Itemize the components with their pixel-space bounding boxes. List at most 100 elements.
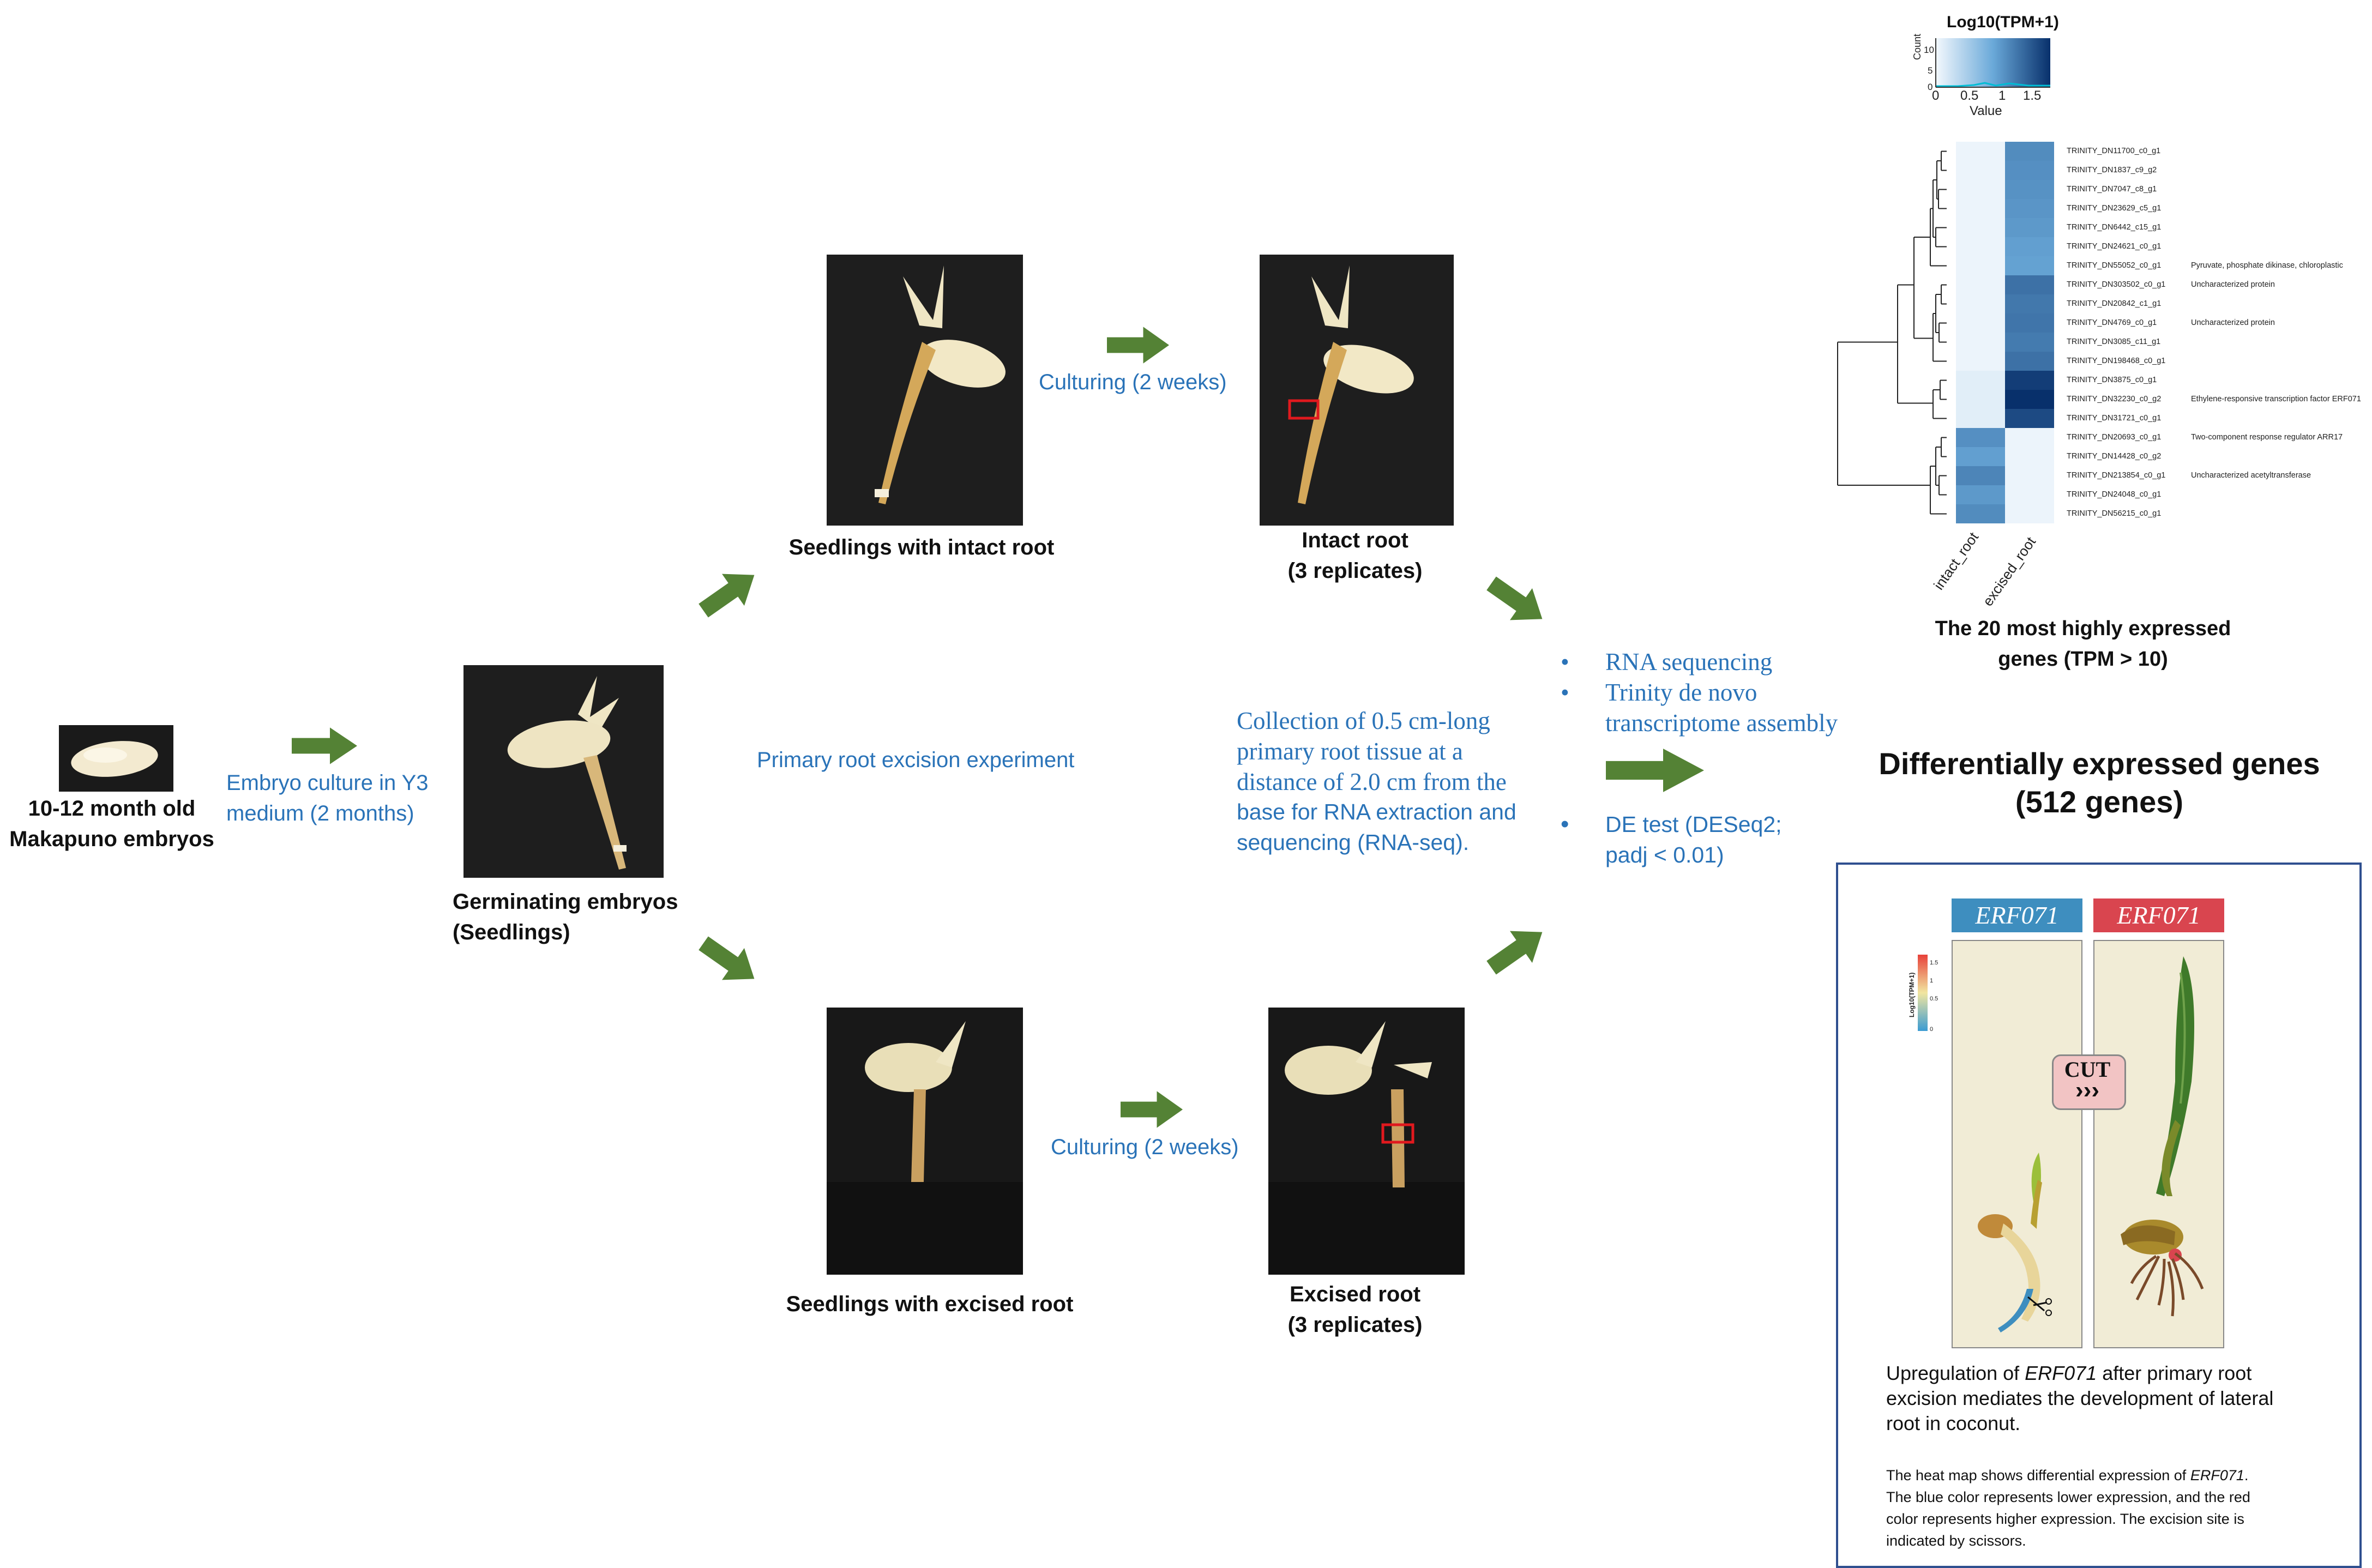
heatmap-cell — [1956, 256, 2005, 275]
top20-label-2: genes (TPM > 10) — [1998, 648, 2168, 671]
bullet-dot-1: • — [1561, 648, 1569, 676]
heatmap-cell — [2005, 275, 2054, 294]
erf071-summary-panel: ERF071 ERF071 Log10(TPM+1) 1.5 1 0.5 0 C… — [1836, 863, 2362, 1568]
seedlings-excised-label: Seedlings with excised root — [786, 1292, 1074, 1316]
heatmap-color-key — [1935, 38, 2050, 88]
heatmap-cell — [1956, 313, 2005, 333]
heatmap-cell — [2005, 180, 2054, 199]
heatmap-gene-label: TRINITY_DN31721_c0_g1 — [2067, 414, 2162, 423]
heatmap-gene-label: TRINITY_DN213854_c0_g1 — [2067, 471, 2166, 480]
color-key-x-title: Value — [1970, 104, 2002, 118]
arrow-culture-excised — [1121, 1091, 1183, 1128]
collection-line-2: primary root tissue at a — [1237, 738, 1463, 765]
excision-experiment-label: Primary root excision experiment — [757, 748, 1075, 772]
caption-gene: ERF071 — [2025, 1362, 2097, 1384]
heatmap-dendrogram — [1837, 150, 1947, 515]
seedlings-intact-label: Seedlings with intact root — [788, 535, 1055, 559]
heatmap-cell — [2005, 390, 2054, 409]
heatmap-legend-title: Log10(TPM+1) — [1947, 13, 2059, 31]
heatmap-cell — [2005, 485, 2054, 504]
heatmap-gene-annotation: Uncharacterized protein — [2191, 280, 2275, 289]
bullet-dot-3: • — [1561, 811, 1569, 837]
heatmap-cell — [2005, 504, 2054, 523]
heatmap-cell — [1956, 161, 2005, 180]
note-line1-pre: The heat map shows differential expressi… — [1886, 1467, 2190, 1483]
deg-heading-1: Differentially expressed genes — [1879, 746, 2320, 781]
intact-root-label-1: Intact root — [1302, 528, 1408, 552]
heatmap-cell — [1956, 371, 2005, 390]
heatmap-gene-label: TRINITY_DN1837_c9_g2 — [2067, 166, 2157, 174]
arrow-intact-to-seq — [1480, 567, 1554, 635]
collection-line-4: base for RNA extraction and — [1237, 799, 1516, 824]
color-key-ytick-1: 5 — [1928, 65, 1933, 76]
top20-label-1: The 20 most highly expressed — [1935, 617, 2231, 640]
heatmap-cell — [2005, 218, 2054, 237]
heatmap-gene-annotation: Two-component response regulator ARR17 — [2191, 433, 2343, 442]
heatmap-gene-label: TRINITY_DN55052_c0_g1 — [2067, 261, 2162, 270]
heatmap-gene-label: TRINITY_DN7047_c8_g1 — [2067, 185, 2157, 194]
heatmap-cell — [2005, 237, 2054, 256]
heatmap-cell — [2005, 371, 2054, 390]
color-key-y-title: Count — [1912, 33, 1923, 60]
caption-pre: Upregulation of — [1886, 1362, 2025, 1384]
color-key-xtick-1: 0.5 — [1960, 88, 1979, 103]
panel-colorbar-tick-4: 0 — [1930, 1026, 1934, 1033]
heatmap-figure: Log10(TPM+1) Count 0 5 10 0 0.5 1 1.5 Va… — [1821, 11, 2372, 611]
heatmap-cell — [1956, 352, 2005, 371]
heatmap-cell — [1956, 142, 2005, 161]
heatmap-gene-label: TRINITY_DN11700_c0_g1 — [2067, 147, 2161, 155]
germinating-seedling-photo — [463, 665, 664, 878]
arrow-culture-intact — [1107, 327, 1169, 364]
germinating-label-2: (Seedlings) — [453, 920, 570, 944]
heatmap-cell — [2005, 428, 2054, 447]
heatmap-cell — [2005, 256, 2054, 275]
cut-badge — [2052, 1054, 2126, 1110]
heatmap-gene-label: TRINITY_DN20842_c1_g1 — [2067, 299, 2162, 308]
heatmap-cell — [1956, 390, 2005, 409]
bullet-de-2: padj < 0.01) — [1605, 842, 1724, 867]
bullet-dot-2: • — [1561, 679, 1569, 706]
heatmap-cell — [2005, 294, 2054, 313]
caption-post: after primary root — [2097, 1362, 2252, 1384]
collection-line-5: sequencing (RNA-seq). — [1237, 830, 1470, 855]
heatmap-cell — [1956, 294, 2005, 313]
embryo-photo — [59, 725, 173, 792]
heatmap-cell — [1956, 237, 2005, 256]
culturing-top-label: Culturing (2 weeks) — [1039, 370, 1227, 394]
erf-left-header-text: ERF071 — [1975, 901, 2059, 929]
heatmap-gene-label: TRINITY_DN3085_c11_g1 — [2067, 337, 2161, 346]
bullet-trinity-2: transcriptome assembly — [1605, 709, 1838, 737]
panel-colorbar-tick-1: 1.5 — [1930, 960, 1938, 966]
seedling-intact-photo — [827, 255, 1023, 526]
bullet-trinity-1: Trinity de novo — [1605, 679, 1757, 706]
panel-colorbar-tick-2: 1 — [1930, 978, 1934, 984]
panel-note: The heat map shows differential expressi… — [1886, 1464, 2344, 1552]
collection-line-1: Collection of 0.5 cm-long — [1237, 707, 1490, 734]
note-line1-post: . — [2244, 1467, 2249, 1483]
caption-line3: root in coconut. — [1886, 1412, 2021, 1434]
heatmap-gene-label: TRINITY_DN4769_c0_g1 — [2067, 318, 2157, 327]
culture-label-2: medium (2 months) — [226, 801, 414, 825]
embryo-age-label: 10-12 month old — [28, 797, 196, 821]
heatmap-gene-label: TRINITY_DN3875_c0_g1 — [2067, 376, 2157, 384]
cut-badge-text: CUT — [2064, 1057, 2111, 1082]
heatmap-gene-label: TRINITY_DN198468_c0_g1 — [2067, 357, 2166, 365]
excision-site-box — [1288, 399, 1320, 420]
color-key-xtick-3: 1.5 — [2023, 88, 2042, 103]
heatmap-cell — [1956, 333, 2005, 352]
heatmap-cell — [2005, 333, 2054, 352]
heatmap-gene-label: TRINITY_DN14428_c0_g2 — [2067, 452, 2162, 461]
heatmap-cell — [1956, 466, 2005, 485]
heatmap-gene-label: TRINITY_DN303502_c0_g1 — [2067, 280, 2166, 289]
note-line1-gene: ERF071 — [2190, 1467, 2244, 1483]
cut-badge-arrows: ››› — [2075, 1077, 2099, 1103]
intact-plant-illustration — [1978, 1153, 2052, 1332]
heatmap-gene-label: TRINITY_DN32230_c0_g2 — [2067, 395, 2162, 403]
heatmap-cell — [1956, 218, 2005, 237]
heatmap-cell — [1956, 275, 2005, 294]
erf-right-header — [2093, 898, 2224, 932]
caption-line2: excision mediates the development of lat… — [1886, 1387, 2274, 1409]
heatmap-gene-label: TRINITY_DN24621_c0_g1 — [2067, 242, 2162, 251]
heatmap-cell — [2005, 466, 2054, 485]
